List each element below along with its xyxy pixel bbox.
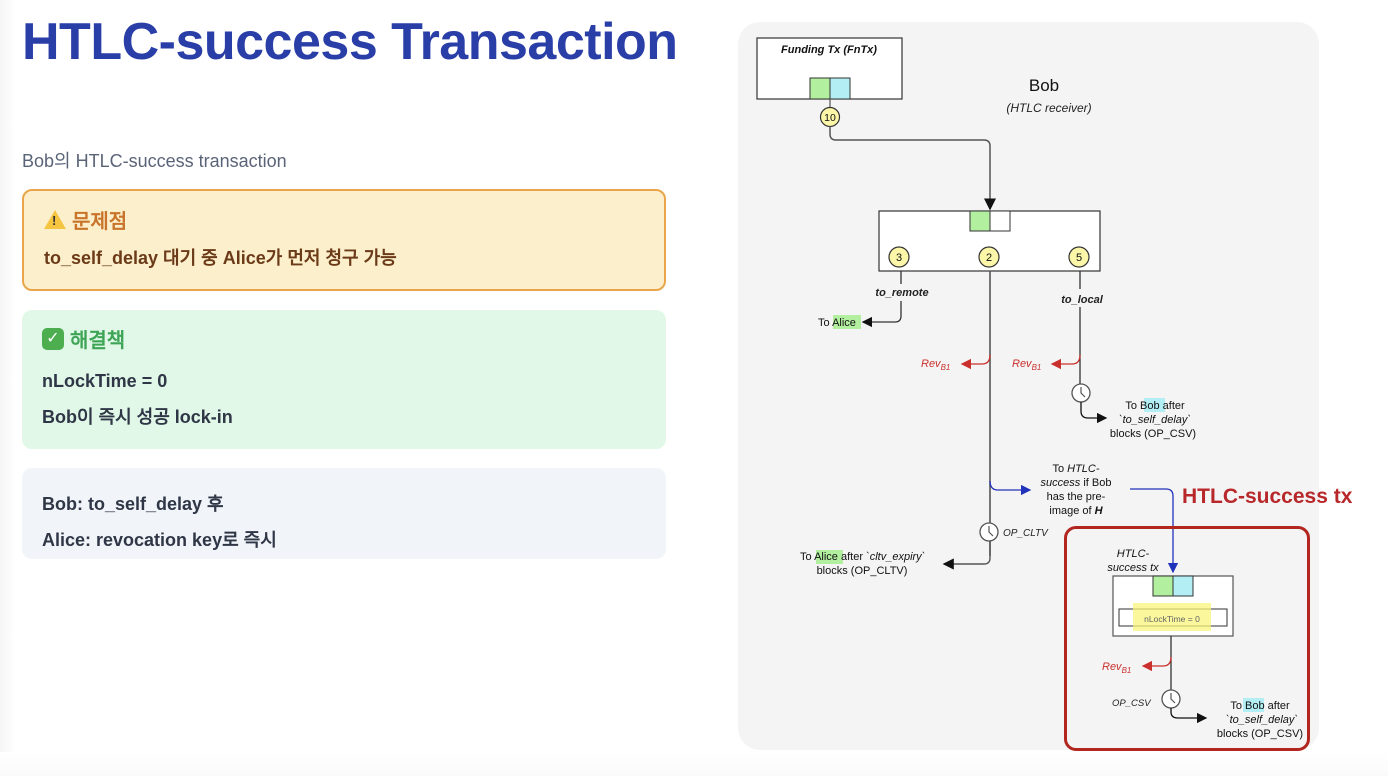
bottom-edge-shade (0, 752, 1388, 776)
problem-heading: 문제점 (72, 211, 128, 233)
revocation-arrow-htlc (960, 354, 991, 370)
to-local-dest-arrow (1080, 402, 1108, 424)
htlc-tx-dest-line3: blocks (OP_CSV) (1217, 728, 1303, 740)
problem-card: 문제점 to_self_delay 대기 중 Alice가 먼저 청구 가능 (22, 189, 666, 291)
htlc-branch-line4: image of H (1049, 505, 1103, 517)
commitment-tx-box (878, 210, 1101, 272)
revocation-arrow-to-local (1050, 354, 1081, 370)
htlc-tx-dest-line1: To Bob after (1230, 700, 1290, 712)
funding-tx-box: Funding Tx (FnTx) (756, 37, 903, 100)
to-local-dest-line1: To Bob after (1125, 400, 1185, 412)
solution-line-2: Bob이 즉시 성공 lock-in (42, 407, 233, 427)
solution-card: ✓ 해결책 nLockTime = 0 Bob이 즉시 성공 lock-in (22, 310, 666, 449)
output-coin-to-remote: 3 (888, 246, 910, 268)
problem-text: to_self_delay 대기 중 Alice가 먼저 청구 가능 (44, 248, 397, 268)
alice-highlight-cltv (816, 550, 843, 564)
htlc-success-branch-arrow (989, 480, 1032, 496)
bob-highlight-htlc-tx (1243, 698, 1264, 712)
to-remote-arrow (863, 271, 902, 322)
funding-to-commitment-arrow (829, 126, 996, 211)
solution-heading: 해결책 (70, 330, 126, 352)
op-csv-label: OP_CSV (1112, 698, 1152, 709)
output-amount-to-local: 5 (1076, 252, 1082, 264)
warning-icon (44, 210, 66, 229)
cltv-dest-line1: To Alice after `cltv_expiry` (800, 551, 925, 563)
check-icon: ✓ (42, 327, 64, 350)
to-local-label: to_local (1061, 294, 1104, 306)
output-amount-htlc: 2 (986, 252, 992, 264)
commitment-input-signed (969, 210, 991, 232)
clock-icon-cltv (979, 522, 999, 542)
htlc-success-tx-label-1: HTLC- (1117, 548, 1150, 560)
note-line-1: Bob: to_self_delay 후 (42, 494, 224, 514)
page-title: HTLC-success Transaction (22, 13, 678, 71)
output-amount-to-remote: 3 (896, 252, 902, 264)
htlc-success-tx-box: nLockTime = 0 (1112, 575, 1234, 637)
htlc-success-tx-label-2: success tx (1107, 562, 1159, 574)
htlc-success-callout: HTLC-success tx (1182, 485, 1353, 508)
cltv-dest-arrow (942, 541, 991, 570)
op-cltv-label: OP_CLTV (1003, 528, 1049, 539)
funding-bob-input (829, 77, 851, 100)
commitment-input-unsigned (989, 210, 1011, 232)
note-line-2: Alice: revocation key로 즉시 (42, 530, 277, 550)
htlc-tx-dest-line2: `to_self_delay` (1226, 714, 1298, 726)
solution-heading-row: ✓ 해결책 (42, 324, 646, 353)
bob-highlight-to-local (1144, 398, 1165, 412)
revocation-label-htlc-tx: RevB1 (1102, 661, 1131, 675)
solution-line-1: nLockTime = 0 (42, 371, 168, 391)
revocation-arrow-htlc-tx (1141, 656, 1172, 672)
htlc-tx-input-bob (1172, 575, 1194, 597)
htlc-success-highlight-frame (1064, 526, 1310, 751)
funding-tx-label: Funding Tx (FnTx) (781, 44, 877, 56)
revocation-label-htlc: RevB1 (921, 358, 950, 372)
party-name: Bob (1029, 76, 1059, 95)
htlc-branch-line3: has the pre- (1047, 491, 1106, 503)
htlc-branch-line2: success if Bob (1041, 477, 1112, 489)
to-remote-label: to_remote (875, 287, 928, 299)
nlocktime-highlight (1133, 603, 1211, 631)
note-card: Bob: to_self_delay 후 Alice: revocation k… (22, 468, 666, 559)
htlc-branch-line1: To HTLC- (1052, 463, 1099, 475)
nlocktime-text: nLockTime = 0 (1144, 614, 1200, 624)
to-alice-text: To Alice (818, 317, 856, 329)
funding-amount-coin: 10 (819, 106, 841, 128)
party-role: (HTLC receiver) (1006, 101, 1091, 115)
output-coin-to-local: 5 (1068, 246, 1090, 268)
funding-amount: 10 (824, 112, 836, 124)
htlc-tx-dest-arrow (1170, 708, 1208, 724)
page-subtitle: Bob의 HTLC-success transaction (22, 151, 287, 171)
clock-icon-to-local (1071, 383, 1091, 403)
htlc-branch-to-success-tx-arrow (1130, 488, 1179, 574)
alice-highlight (833, 315, 861, 329)
problem-heading-row: 문제점 (44, 205, 644, 234)
to-local-dest-line2: `to_self_delay` (1119, 414, 1191, 426)
to-local-dest-line3: blocks (OP_CSV) (1110, 428, 1196, 440)
funding-alice-input (809, 77, 831, 100)
cltv-dest-line2: blocks (OP_CLTV) (817, 565, 908, 577)
left-edge-shade (0, 0, 16, 776)
revocation-label-to-local: RevB1 (1012, 358, 1041, 372)
output-coin-htlc: 2 (978, 246, 1000, 268)
